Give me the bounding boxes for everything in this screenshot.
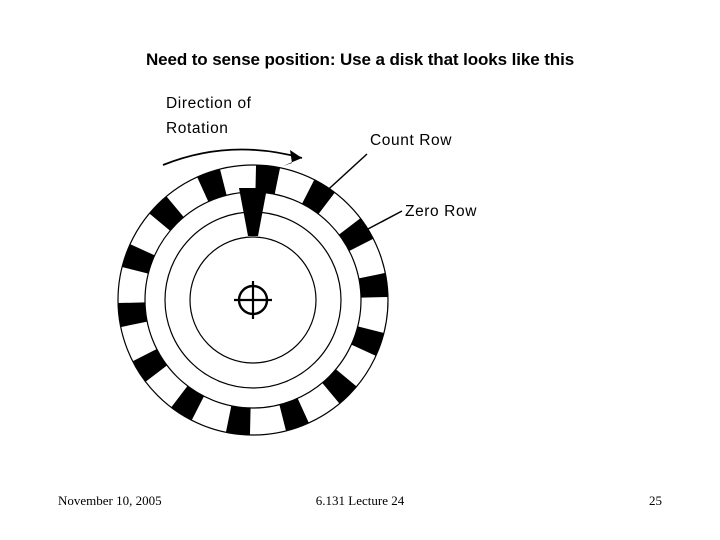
rotation-arrow-icon — [162, 148, 303, 166]
footer-course: 6.131 Lecture 24 — [315, 493, 405, 508]
encoder-disk-figure: Direction of Rotation Count Row Zero Row — [80, 80, 620, 460]
page-title: Need to sense position: Use a disk that … — [145, 50, 575, 69]
direction-of-rotation-label-line2: Rotation — [166, 120, 229, 137]
count-row-segment — [322, 369, 357, 404]
footer-date: November 10, 2005 — [58, 493, 162, 508]
count-row-segment — [338, 218, 374, 251]
encoder-disk-svg: Direction of Rotation Count Row Zero Row — [117, 95, 477, 436]
count-row-segment — [351, 326, 384, 356]
count-row-label: Count Row — [370, 132, 452, 149]
count-row-segment — [255, 165, 281, 195]
count-row-segment — [225, 405, 251, 435]
count-row-segment — [149, 196, 184, 231]
zero-row-label: Zero Row — [405, 203, 477, 220]
count-row-segment — [171, 385, 204, 421]
slide-footer: November 10, 2005 6.131 Lecture 24 25 — [0, 493, 720, 517]
count-row-segment — [122, 244, 155, 274]
footer-page-number: 25 — [649, 493, 662, 508]
count-row-segment — [302, 179, 335, 215]
count-row-segment — [118, 302, 148, 328]
count-row-segment — [197, 169, 227, 202]
mid-ring-edge — [164, 211, 342, 389]
hub-crosshair-icon — [234, 281, 272, 319]
encoder-disk — [117, 164, 389, 436]
direction-of-rotation-label-line1: Direction of — [166, 95, 252, 112]
count-row-segment — [279, 398, 309, 431]
count-row-ring — [118, 165, 388, 435]
count-row-segment — [358, 272, 388, 298]
count-row-segment — [132, 349, 168, 382]
